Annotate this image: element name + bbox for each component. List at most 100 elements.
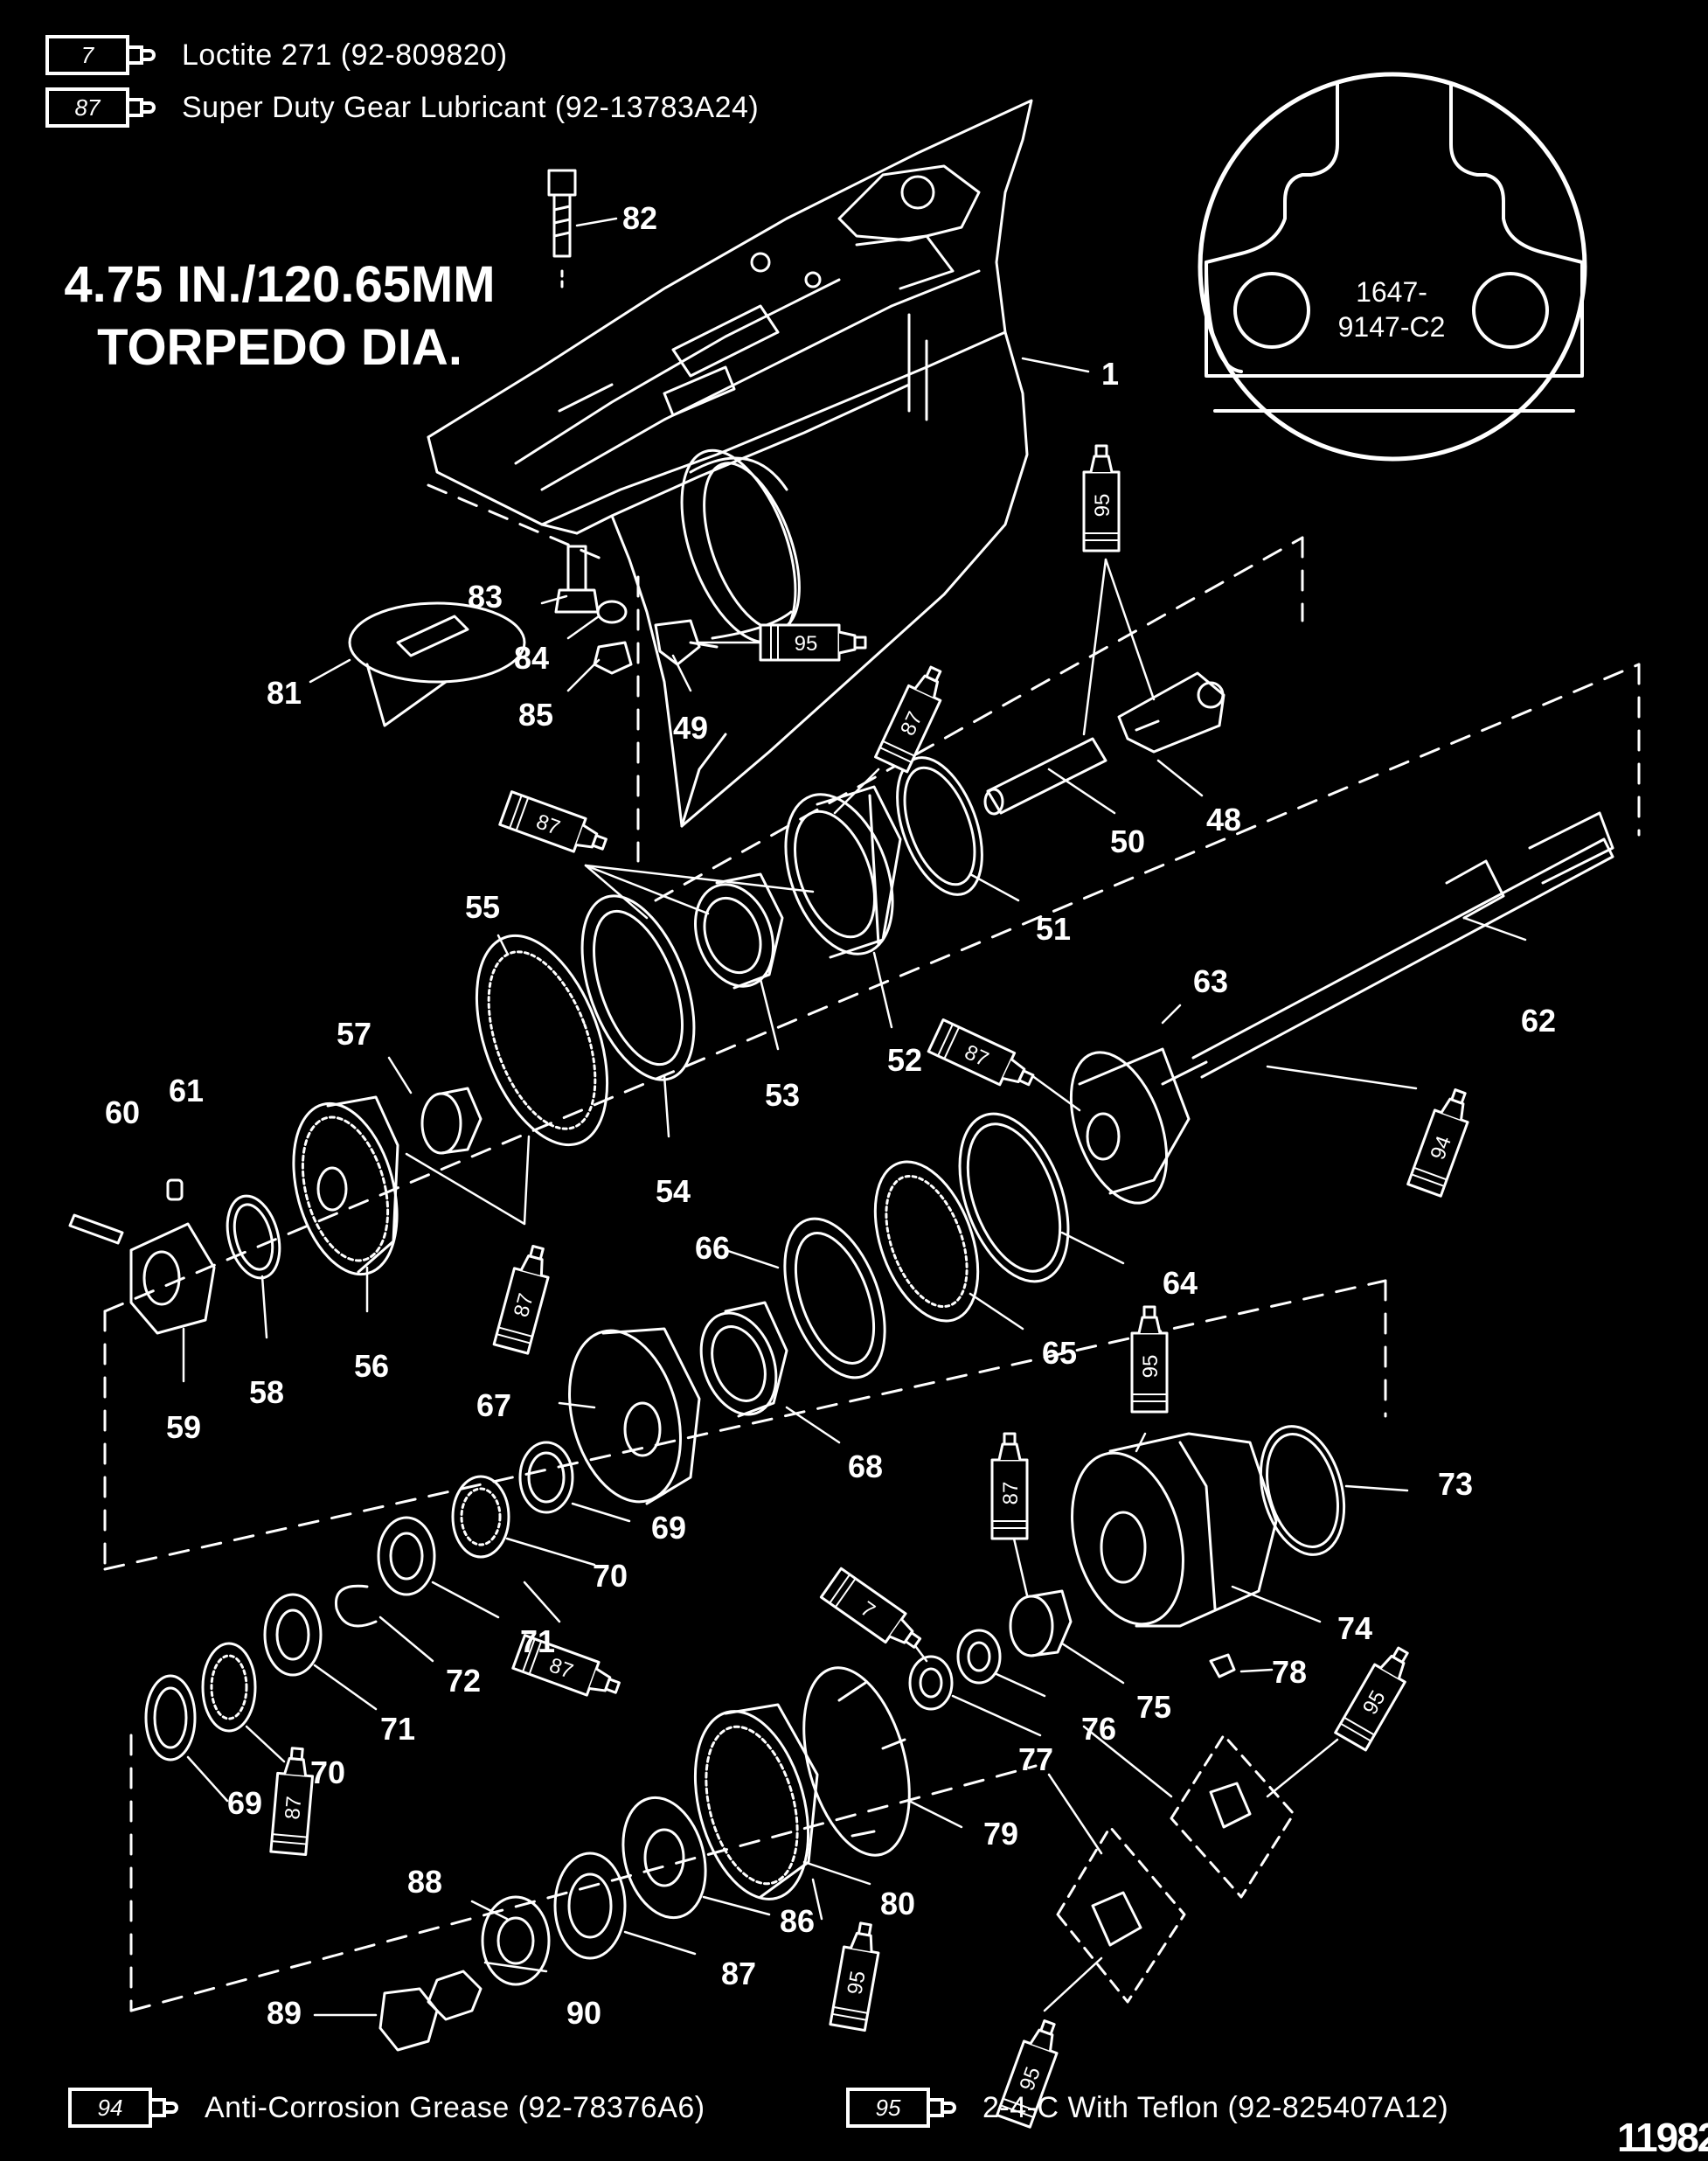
callout-69: 69	[227, 1785, 262, 1821]
inset-detail: 1647- 9147-C2	[1198, 72, 1587, 462]
part-washer-69-lower	[144, 1674, 197, 1761]
part-carrier-74	[1071, 1432, 1278, 1628]
part-plug-79	[1209, 1653, 1236, 1678]
callout-62: 62	[1521, 1003, 1556, 1039]
lubricant-tube-icon: 7	[45, 35, 159, 75]
tube-code: 95	[843, 1970, 870, 1997]
callout-88: 88	[407, 1864, 442, 1900]
part-shift-coupler-48	[1117, 671, 1225, 754]
callout-74: 74	[1337, 1610, 1372, 1646]
callout-55: 55	[465, 889, 500, 925]
legend-row-loctite: 7 Loctite 271 (92-809820)	[45, 35, 508, 75]
callout-49: 49	[673, 710, 708, 746]
part-pin-50	[983, 737, 1107, 816]
lubricant-tube-87-icon: 87	[492, 1244, 550, 1355]
callout-67: 67	[476, 1387, 511, 1423]
lubricant-tube-95-icon: 95	[759, 623, 867, 662]
part-seal-71-lower	[263, 1593, 323, 1677]
shift-detail-boxes	[1056, 1734, 1295, 2004]
callout-51: 51	[1036, 911, 1071, 947]
part-callouts: 1484950515253545556575859606162636465666…	[105, 200, 1556, 2031]
callout-83: 83	[468, 579, 503, 615]
tube-code: 87	[281, 1796, 306, 1821]
lubricant-tube-7-icon: 7	[819, 1567, 922, 1649]
part-seal-77	[908, 1655, 954, 1711]
part-thrust-bearing-55	[475, 934, 609, 1147]
lubricant-tubes: 95 95 87 87 87 87 94 95 87 7	[269, 444, 1469, 2129]
callout-54: 54	[656, 1173, 691, 1209]
inset-part-number-1: 1647-	[1356, 276, 1427, 308]
callout-52: 52	[887, 1042, 922, 1078]
part-washer-54	[580, 894, 696, 1081]
part-tab-washer-90	[427, 1970, 483, 2021]
part-gear-67	[568, 1327, 701, 1505]
part-spring-61	[166, 1178, 184, 1201]
callout-76: 76	[1081, 1711, 1116, 1747]
lubricant-tube-87-icon: 87	[874, 665, 942, 774]
callout-65: 65	[1042, 1335, 1077, 1371]
lubricant-tube-95-icon: 95	[1130, 1305, 1169, 1414]
callout-79: 79	[983, 1816, 1018, 1852]
part-washer-69	[518, 1441, 574, 1514]
part-bearing-57	[420, 1087, 483, 1155]
callout-68: 68	[848, 1449, 883, 1484]
callout-85: 85	[518, 697, 553, 733]
lubricant-tube-95-icon: 95	[1334, 1646, 1409, 1752]
callout-leader-lines	[182, 217, 1527, 2017]
assembly-guide-lines	[103, 483, 1641, 2012]
part-bearing-80	[693, 1703, 819, 1900]
callout-57: 57	[337, 1016, 371, 1052]
part-tab-washer-87	[553, 1852, 627, 1960]
callout-1: 1	[1101, 356, 1119, 392]
part-bearing-53	[694, 872, 784, 990]
legend-code: 94	[97, 2094, 123, 2121]
lubricant-tube-87-icon: 87	[990, 1432, 1029, 1540]
callout-86: 86	[780, 1903, 815, 1939]
inset-part-number-2: 9147-C2	[1338, 311, 1446, 343]
lubricant-tube-icon: 95	[846, 2088, 960, 2128]
callout-87: 87	[721, 1956, 756, 1991]
lubricant-tube-95-icon: 95	[996, 2019, 1059, 2129]
callout-78: 78	[1272, 1654, 1307, 1690]
legend-label: Loctite 271 (92-809820)	[182, 38, 508, 72]
part-seal-76	[956, 1629, 1002, 1685]
part-gear-63	[1069, 1047, 1191, 1205]
part-bearing-70-lower	[201, 1642, 257, 1733]
callout-70: 70	[310, 1755, 345, 1790]
figure-number: 11982	[1617, 2115, 1708, 2160]
lubricant-tube-87-icon: 87	[927, 1018, 1035, 1087]
callout-50: 50	[1110, 823, 1145, 859]
part-oring-73	[1259, 1425, 1346, 1556]
legend-code: 7	[80, 41, 94, 68]
callout-69: 69	[651, 1510, 686, 1546]
callout-70: 70	[593, 1558, 628, 1594]
part-washer-66	[783, 1217, 886, 1379]
legend-label: 2-4-C With Teflon (92-825407A12)	[982, 2090, 1449, 2124]
callout-64: 64	[1163, 1265, 1198, 1301]
part-ring-58	[226, 1194, 281, 1280]
lubricant-tube-icon: 87	[45, 87, 159, 128]
callout-82: 82	[622, 200, 657, 236]
lubricant-tube-95-icon: 95	[829, 1921, 880, 2032]
part-anode-81	[348, 601, 526, 727]
shift-cam-parts	[1091, 1782, 1252, 1947]
callout-61: 61	[169, 1073, 204, 1108]
legend-code: 95	[875, 2094, 901, 2121]
callout-56: 56	[354, 1348, 389, 1384]
callout-60: 60	[105, 1094, 140, 1130]
part-thrust-hub-88	[481, 1895, 551, 1986]
lubricant-tube-87-icon: 87	[269, 1747, 315, 1857]
callout-72: 72	[446, 1663, 481, 1699]
callout-66: 66	[695, 1230, 730, 1266]
callout-71: 71	[520, 1623, 555, 1659]
part-propshaft-62	[1161, 811, 1614, 1086]
callout-90: 90	[566, 1995, 601, 2031]
callout-71: 71	[380, 1711, 415, 1747]
callout-48: 48	[1206, 802, 1241, 837]
callout-53: 53	[765, 1077, 800, 1113]
callout-59: 59	[166, 1409, 201, 1445]
part-pin-60	[68, 1213, 124, 1245]
part-bearing-68	[699, 1301, 788, 1418]
